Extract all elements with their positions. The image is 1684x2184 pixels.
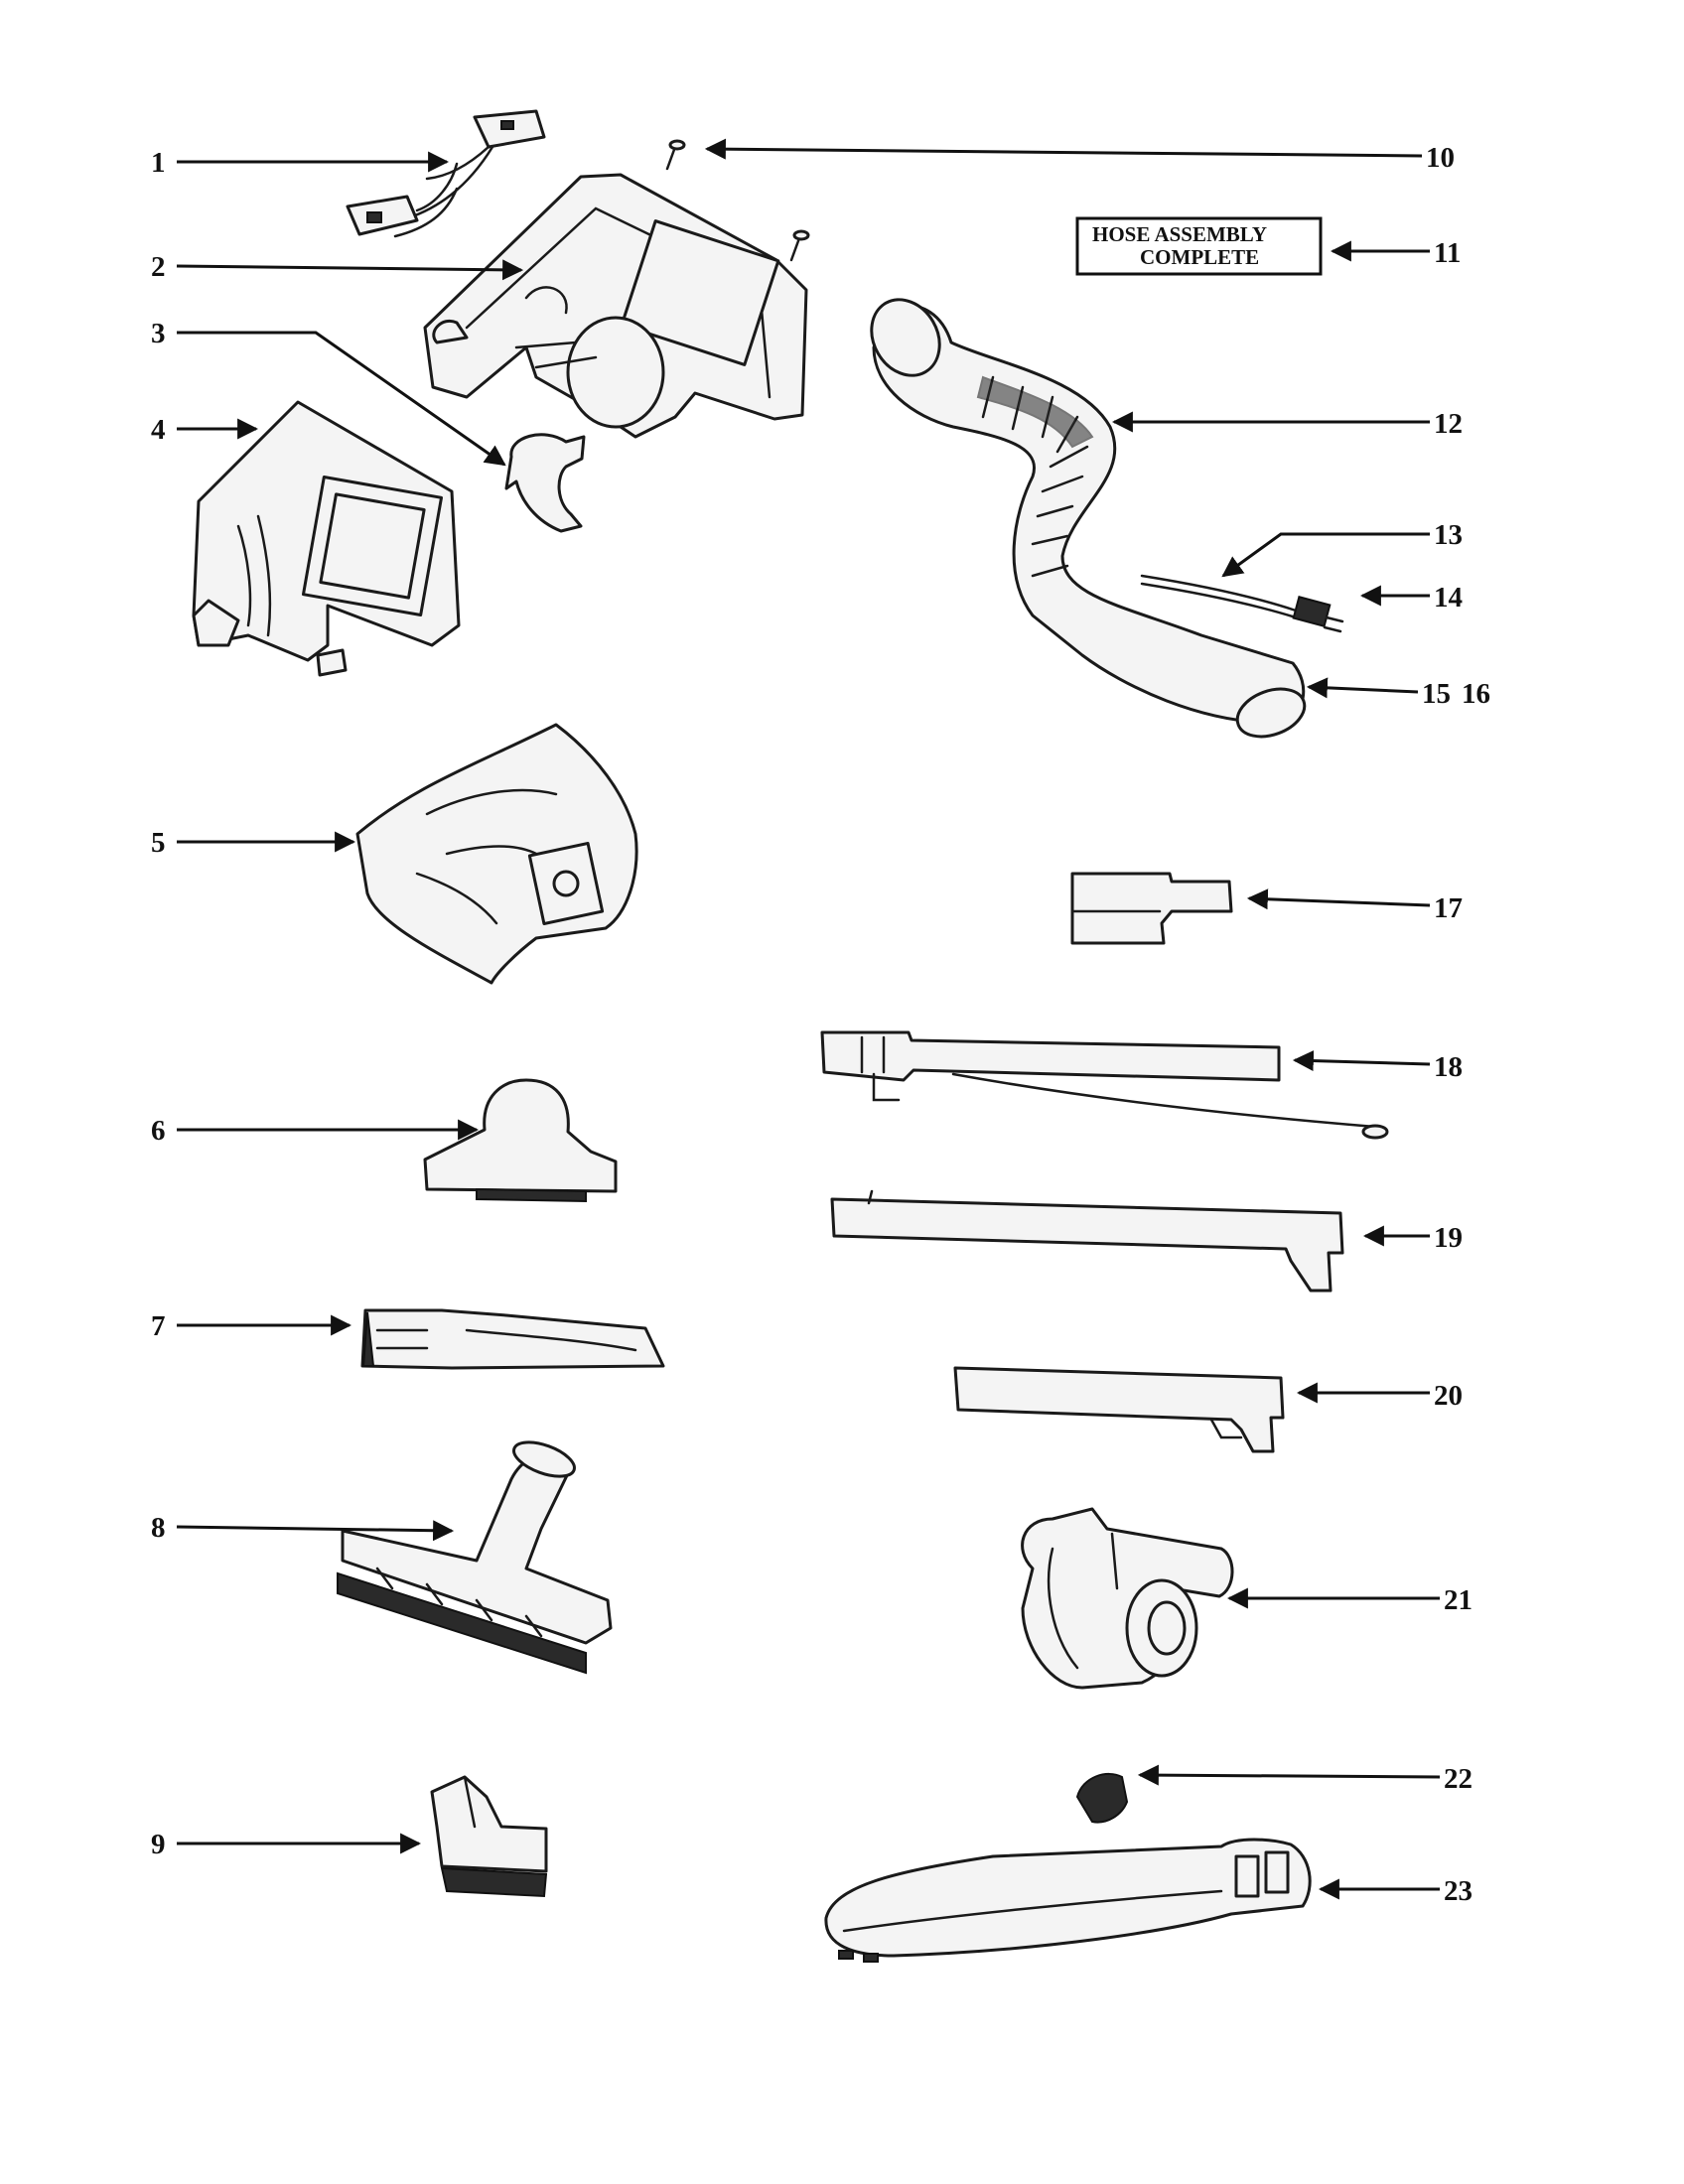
part-9-dusting-brush: [430, 1775, 548, 1898]
part-17-adapter: [1070, 872, 1233, 945]
callout-23: 23: [1444, 1875, 1473, 1907]
callout-1: 1: [151, 147, 166, 179]
callout-15: 15: [1422, 678, 1451, 710]
callout-17: 17: [1434, 892, 1463, 924]
callout-21: 21: [1444, 1584, 1473, 1616]
leader-15: [1306, 677, 1419, 699]
callout-numbers: 1 2 3 4 5 6 7 8 9 10 11 12 13 14 15 16 1…: [151, 142, 1490, 1907]
callout-2: 2: [151, 251, 166, 283]
callout-6: 6: [151, 1115, 166, 1147]
part-7-crevice-tool: [360, 1308, 665, 1370]
part-10-screws: [665, 139, 810, 262]
callout-7: 7: [151, 1310, 166, 1342]
hose-label-line1: HOSE ASSEMBLY: [1092, 222, 1267, 246]
leader-13: [1221, 532, 1430, 578]
part-8-floor-brush: [337, 1440, 613, 1675]
leader-8: [176, 1520, 455, 1542]
leader-22: [1137, 1764, 1441, 1786]
leader-3: [177, 331, 506, 467]
callout-11: 11: [1434, 237, 1461, 269]
leader-10: [704, 138, 1423, 160]
callout-3: 3: [151, 318, 166, 349]
part-6-upholstery-nozzle: [423, 1078, 618, 1203]
hose-label-line2: COMPLETE: [1140, 245, 1259, 269]
part-22-small-clip: [1075, 1772, 1129, 1824]
part-21-motor-head: [1021, 1507, 1234, 1690]
part-12-hose: [870, 298, 1307, 739]
part-4-bag-housing: [192, 400, 461, 677]
part-13-cord-and-14-plug: [1140, 574, 1344, 633]
leader-2: [176, 259, 524, 281]
leader-17: [1246, 888, 1431, 910]
callout-20: 20: [1434, 1380, 1463, 1412]
callout-12: 12: [1434, 408, 1463, 440]
leader-lines: [176, 138, 1441, 1900]
callout-10: 10: [1426, 142, 1455, 174]
callout-14: 14: [1434, 582, 1463, 614]
part-1-wire-harness: [346, 109, 546, 238]
callout-19: 19: [1434, 1222, 1463, 1254]
callout-5: 5: [151, 827, 166, 859]
part-2-handle-housing: [423, 173, 808, 439]
callout-22: 22: [1444, 1763, 1473, 1795]
callout-18: 18: [1434, 1051, 1463, 1083]
callout-9: 9: [151, 1829, 166, 1860]
leader-18: [1292, 1050, 1431, 1072]
part-3-clip: [504, 433, 586, 533]
part-23-handle: [824, 1838, 1312, 1963]
callout-13: 13: [1434, 519, 1463, 551]
part-5-dust-bag: [355, 723, 638, 985]
callout-4: 4: [151, 414, 166, 446]
part-18-wand-with-cord: [820, 1030, 1389, 1140]
part-19-extension-wand: [830, 1189, 1344, 1293]
callout-16: 16: [1462, 678, 1490, 710]
part-20-short-wand: [953, 1366, 1285, 1453]
callout-8: 8: [151, 1512, 166, 1544]
hose-assembly-label: HOSE ASSEMBLY COMPLETE: [1075, 216, 1323, 276]
